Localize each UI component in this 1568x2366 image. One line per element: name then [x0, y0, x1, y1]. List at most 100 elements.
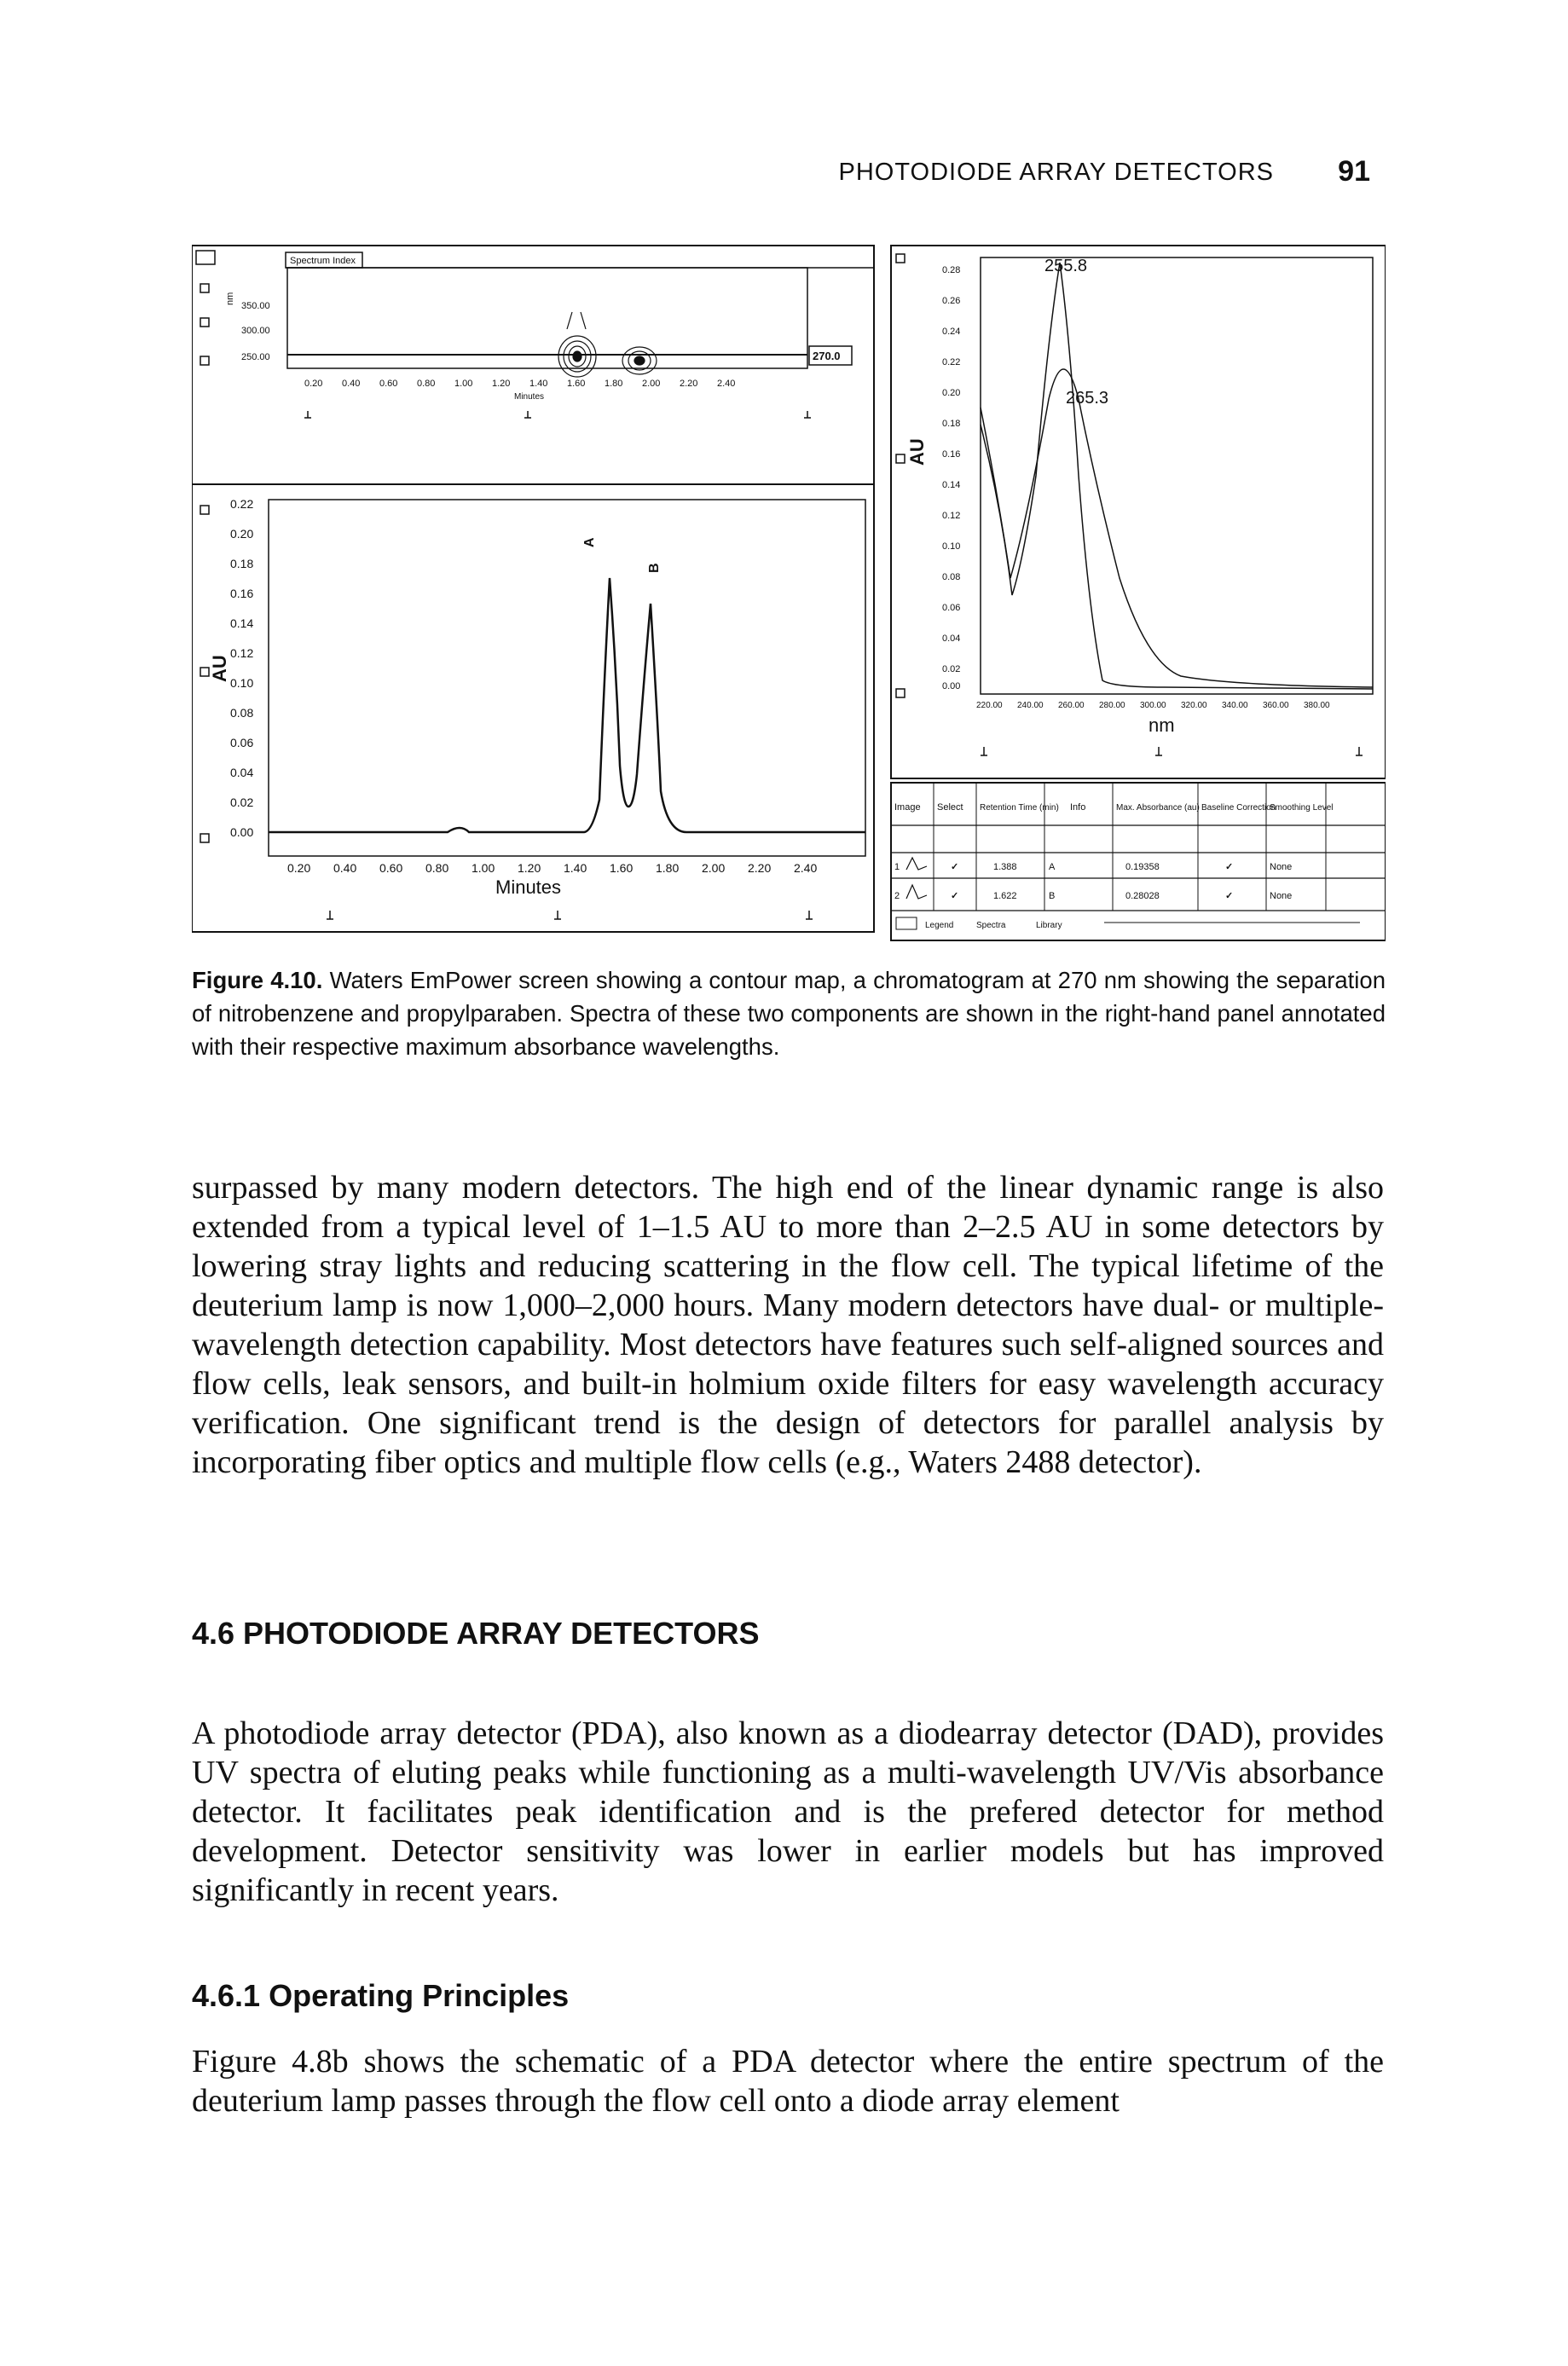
contour-x-tick: 0.60 [379, 379, 397, 389]
baseline-check-icon[interactable]: ✓ [1225, 862, 1233, 872]
chromatogram-side-buttons[interactable] [200, 505, 210, 843]
row-smoothing: None [1270, 862, 1292, 872]
chromatogram-y-tick: 0.04 [230, 766, 253, 779]
subsection-heading: 4.6.1 Operating Principles [192, 1978, 570, 2013]
spectra-y-tick: 0.24 [942, 327, 960, 337]
contour-x-tick: 1.40 [529, 379, 547, 389]
spectra-x-tick: 220.00 [976, 701, 1003, 710]
wavelength-marker-box[interactable] [808, 345, 853, 366]
chromatogram-y-tick: 0.20 [230, 527, 253, 541]
spectra-side-buttons[interactable] [895, 253, 906, 698]
row-max-abs: 0.28028 [1125, 891, 1160, 901]
contour-x-tick: 1.00 [454, 379, 472, 389]
contour-x-tick: 0.80 [417, 379, 435, 389]
spectra-y-tick: 0.02 [942, 664, 960, 674]
table-header-select: Select [937, 802, 963, 813]
contour-x-tick: 1.80 [605, 379, 622, 389]
chromatogram-panel: AU 0.22 0.20 0.18 0.16 0.14 0.12 0.10 0.… [192, 483, 875, 933]
table-header-max-abs: Max. Absorbance (au) [1116, 803, 1200, 813]
caption-text: Waters EmPower screen showing a contour … [192, 967, 1386, 1060]
chromatogram-x-tick: 1.20 [518, 861, 541, 875]
spectra-x-ticks: 220.00 240.00 260.00 280.00 300.00 320.0… [976, 701, 1330, 710]
chromatogram-x-tick: 0.80 [425, 861, 448, 875]
baseline-check-icon[interactable]: ✓ [1225, 891, 1233, 901]
chromatogram-trace [269, 577, 865, 834]
contour-x-tick: 0.20 [304, 379, 322, 389]
contour-y-axis-label: nm [225, 292, 235, 305]
chromatogram-x-tick: 1.60 [610, 861, 633, 875]
contour-x-tick: 2.20 [680, 379, 697, 389]
contour-y-tick: 350.00 [241, 301, 270, 311]
contour-panel: Spectrum Index nm 350.00 300.00 250.00 2… [192, 245, 875, 485]
chromatogram-y-tick: 0.16 [230, 587, 253, 600]
peak-annotation-255: 255.8 [1044, 257, 1087, 275]
spectrum-trace-b [980, 368, 1374, 688]
row-smoothing: None [1270, 891, 1292, 901]
spectra-y-tick: 0.12 [942, 511, 960, 521]
select-check-icon[interactable]: ✓ [951, 891, 958, 901]
row-info: A [1049, 862, 1056, 872]
spectra-y-tick: 0.14 [942, 480, 960, 490]
chromatogram-x-ticks: 0.20 0.40 0.60 0.80 1.00 1.20 1.40 1.60 … [287, 861, 817, 875]
chromatogram-scroll-buttons[interactable] [327, 911, 813, 920]
spectra-x-axis-label: nm [1149, 714, 1175, 736]
peak-annotation-265: 265.3 [1066, 389, 1108, 408]
contour-nav-buttons[interactable] [195, 250, 216, 366]
spectra-x-tick: 340.00 [1222, 701, 1248, 710]
spectra-y-ticks: 0.28 0.26 0.24 0.22 0.20 0.18 0.16 0.14 … [942, 265, 960, 691]
spectra-x-tick: 300.00 [1140, 701, 1166, 710]
spectra-x-tick: 260.00 [1058, 701, 1085, 710]
row-thumbnail-icon [906, 883, 928, 900]
chromatogram-y-axis-label: AU [209, 655, 230, 682]
tab-scroll-buttons[interactable] [895, 917, 917, 930]
spectra-panel: AU 0.28 0.26 0.24 0.22 0.20 0.18 0.16 0.… [890, 245, 1386, 779]
contour-x-tick: 2.00 [642, 379, 660, 389]
spectra-y-tick: 0.16 [942, 449, 960, 460]
chromatogram-x-tick: 2.40 [794, 861, 817, 875]
chromatogram-x-tick: 0.40 [333, 861, 356, 875]
table-row[interactable]: 2 ✓ 1.622 B 0.28028 ✓ None [894, 883, 1292, 901]
table-header-image: Image [894, 802, 921, 813]
chromatogram-y-tick: 0.10 [230, 676, 253, 690]
tab-library[interactable]: Library [1036, 921, 1062, 930]
peak-table: Image Select Retention Time (min) Info M… [890, 782, 1386, 941]
table-header-baseline: Baseline Correction [1201, 803, 1276, 813]
contour-y-tick: 300.00 [241, 326, 270, 336]
row-index: 2 [894, 891, 900, 901]
peak-label-b: B [647, 563, 662, 573]
caption-label: Figure 4.10. [192, 967, 323, 993]
spectrum-trace-a [980, 262, 1374, 690]
spectra-x-tick: 320.00 [1181, 701, 1207, 710]
paragraph-1: surpassed by many modern detectors. The … [192, 1170, 1384, 1480]
spectra-y-tick: 0.28 [942, 265, 960, 275]
table-header-info: Info [1070, 802, 1085, 813]
section-heading: 4.6 PHOTODIODE ARRAY DETECTORS [192, 1616, 760, 1651]
chromatogram-y-tick: 0.22 [230, 497, 253, 511]
paragraph-3: Figure 4.8b shows the schematic of a PDA… [192, 2044, 1384, 2119]
contour-scroll-buttons[interactable] [304, 411, 811, 419]
row-max-abs: 0.19358 [1125, 862, 1160, 872]
table-row[interactable]: 1 ✓ 1.388 A 0.19358 ✓ None [894, 856, 1292, 872]
chromatogram-x-tick: 1.40 [564, 861, 587, 875]
running-head: PHOTODIODE ARRAY DETECTORS 91 [0, 155, 1568, 198]
chromatogram-y-tick: 0.12 [230, 646, 253, 660]
spectra-y-tick: 0.08 [942, 572, 960, 582]
spectra-x-tick: 360.00 [1263, 701, 1289, 710]
table-tabs[interactable]: Legend Spectra Library [895, 917, 1360, 930]
contour-x-tick: 0.40 [342, 379, 360, 389]
select-check-icon[interactable]: ✓ [951, 862, 958, 872]
chromatogram-y-tick: 0.18 [230, 557, 253, 570]
tab-legend[interactable]: Legend [925, 921, 953, 930]
row-info: B [1049, 891, 1055, 901]
spectra-scroll-buttons[interactable] [981, 747, 1363, 756]
tab-spectra[interactable]: Spectra [976, 921, 1006, 930]
chromatogram-y-ticks: 0.22 0.20 0.18 0.16 0.14 0.12 0.10 0.08 … [230, 497, 253, 839]
row-retention: 1.388 [993, 862, 1017, 872]
chromatogram-x-tick: 0.20 [287, 861, 310, 875]
contour-x-tick: 1.60 [567, 379, 585, 389]
table-header-smoothing: Smoothing Level [1270, 803, 1334, 813]
chromatogram-y-tick: 0.02 [230, 795, 253, 809]
figure-empower-screen: Spectrum Index nm 350.00 300.00 250.00 2… [192, 237, 1386, 945]
contour-x-tick: 2.40 [717, 379, 735, 389]
chromatogram-x-tick: 2.20 [748, 861, 771, 875]
